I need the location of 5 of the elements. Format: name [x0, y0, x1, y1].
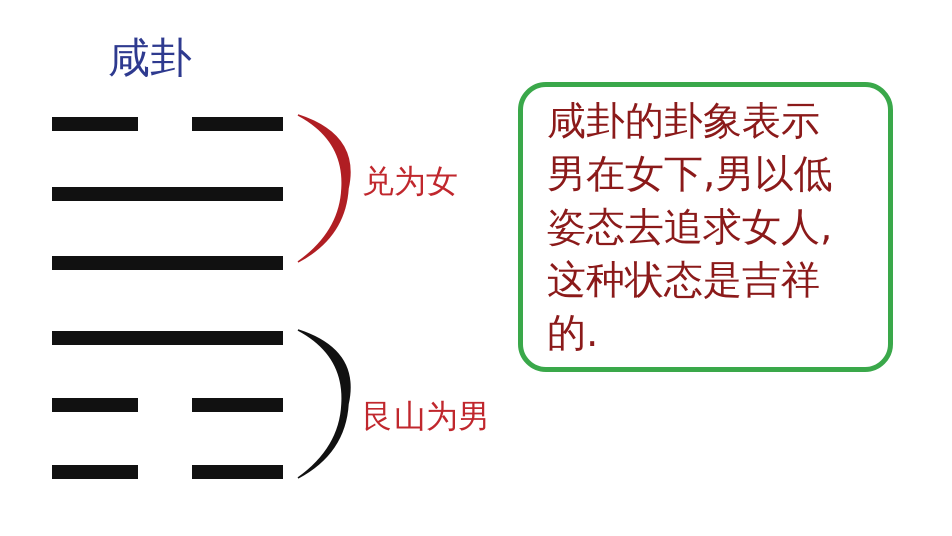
trigram-label: 艮山为男 — [362, 396, 490, 437]
title: 咸卦 — [108, 32, 192, 84]
note-box — [518, 82, 893, 372]
trigram-label: 兑为女 — [362, 161, 458, 202]
note-text: 咸卦的卦象表示男在女下,男以低姿态去追求女人,这种状态是吉祥的. — [547, 98, 834, 358]
